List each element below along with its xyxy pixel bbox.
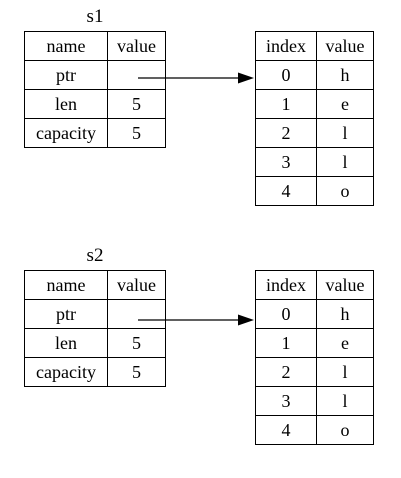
s2-variable-table: name value ptr len 5 capacity 5 [24,270,166,387]
s2-title: s2 [86,245,104,266]
index-cell: 1 [255,328,317,358]
index-cell: 2 [255,118,317,148]
char-cell: l [316,386,374,416]
table-row: 2 l [255,357,374,387]
len-name-cell: len [24,89,108,119]
name-header: name [24,31,108,61]
s1-arrowhead-icon [238,72,254,84]
index-cell: 3 [255,147,317,177]
value-header: value [107,31,166,61]
index-cell: 4 [255,415,317,445]
ptr-name-cell: ptr [24,299,108,329]
len-name-cell: len [24,328,108,358]
len-value-cell: 5 [107,89,166,119]
ptr-value-cell [107,60,166,90]
s2-heap-table: index value 0 h 1 e 2 l 3 l 4 o [255,270,374,445]
capacity-value-cell: 5 [107,357,166,387]
char-cell: l [316,357,374,387]
s2-arrowhead-icon [238,314,254,326]
table-row: 0 h [255,60,374,90]
char-cell: o [316,176,374,206]
char-cell: e [316,328,374,358]
name-header: name [24,270,108,300]
char-cell: e [316,89,374,119]
index-cell: 3 [255,386,317,416]
table-row: 1 e [255,89,374,119]
table-row: ptr [24,299,166,329]
value-header: value [107,270,166,300]
table-row: 2 l [255,118,374,148]
table-row: capacity 5 [24,118,166,148]
value-header: value [316,31,374,61]
index-header: index [255,270,317,300]
ptr-name-cell: ptr [24,60,108,90]
s1-heap-table: index value 0 h 1 e 2 l 3 l 4 o [255,31,374,206]
char-cell: h [316,299,374,329]
index-cell: 0 [255,299,317,329]
index-cell: 0 [255,60,317,90]
s1-title: s1 [86,6,104,27]
table-row: 4 o [255,176,374,206]
table-row: len 5 [24,89,166,119]
table-header-row: index value [255,270,374,300]
capacity-name-cell: capacity [24,357,108,387]
char-cell: l [316,147,374,177]
capacity-name-cell: capacity [24,118,108,148]
char-cell: h [316,60,374,90]
s1-variable-table: name value ptr len 5 capacity 5 [24,31,166,148]
index-header: index [255,31,317,61]
table-row: ptr [24,60,166,90]
value-header: value [316,270,374,300]
table-row: 3 l [255,147,374,177]
ptr-value-cell [107,299,166,329]
index-cell: 1 [255,89,317,119]
table-row: len 5 [24,328,166,358]
table-row: 1 e [255,328,374,358]
table-header-row: name value [24,31,166,61]
index-cell: 2 [255,357,317,387]
table-header-row: name value [24,270,166,300]
len-value-cell: 5 [107,328,166,358]
table-row: 4 o [255,415,374,445]
index-cell: 4 [255,176,317,206]
char-cell: l [316,118,374,148]
capacity-value-cell: 5 [107,118,166,148]
table-row: 3 l [255,386,374,416]
table-row: 0 h [255,299,374,329]
table-header-row: index value [255,31,374,61]
table-row: capacity 5 [24,357,166,387]
char-cell: o [316,415,374,445]
